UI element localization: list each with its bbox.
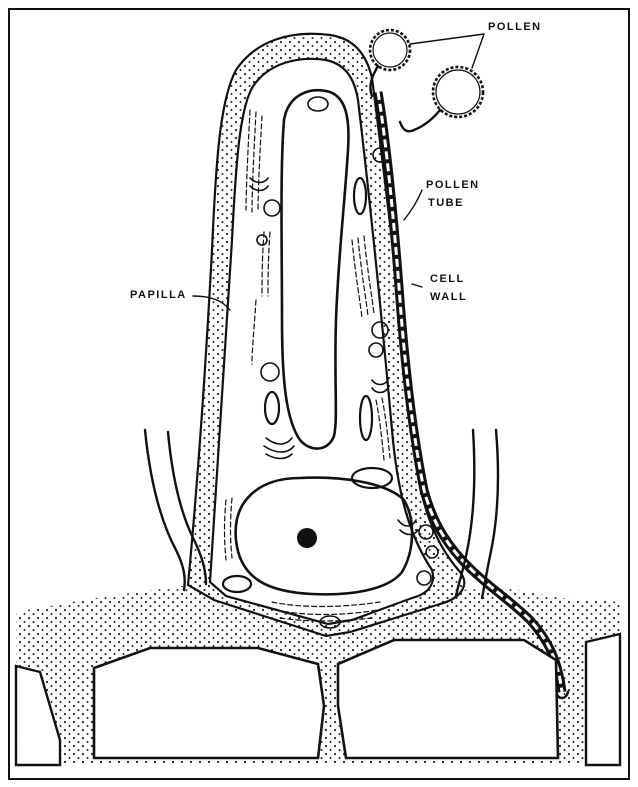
label-papilla: PAPILLA: [130, 289, 187, 301]
label-cell-wall-line1: CELL: [430, 273, 465, 285]
base-cell: [586, 634, 620, 765]
base-cell: [338, 640, 558, 758]
pollen-grain[interactable]: [370, 30, 410, 96]
base-cell: [94, 648, 324, 758]
nucleolus: [297, 528, 317, 548]
label-pollen: POLLEN: [488, 21, 542, 33]
label-pollen-tube-line2: TUBE: [428, 197, 464, 209]
pollen-grain[interactable]: [400, 67, 483, 131]
label-cell-wall-line2: WALL: [430, 291, 467, 303]
label-pollen-tube-line1: POLLEN: [426, 179, 480, 191]
